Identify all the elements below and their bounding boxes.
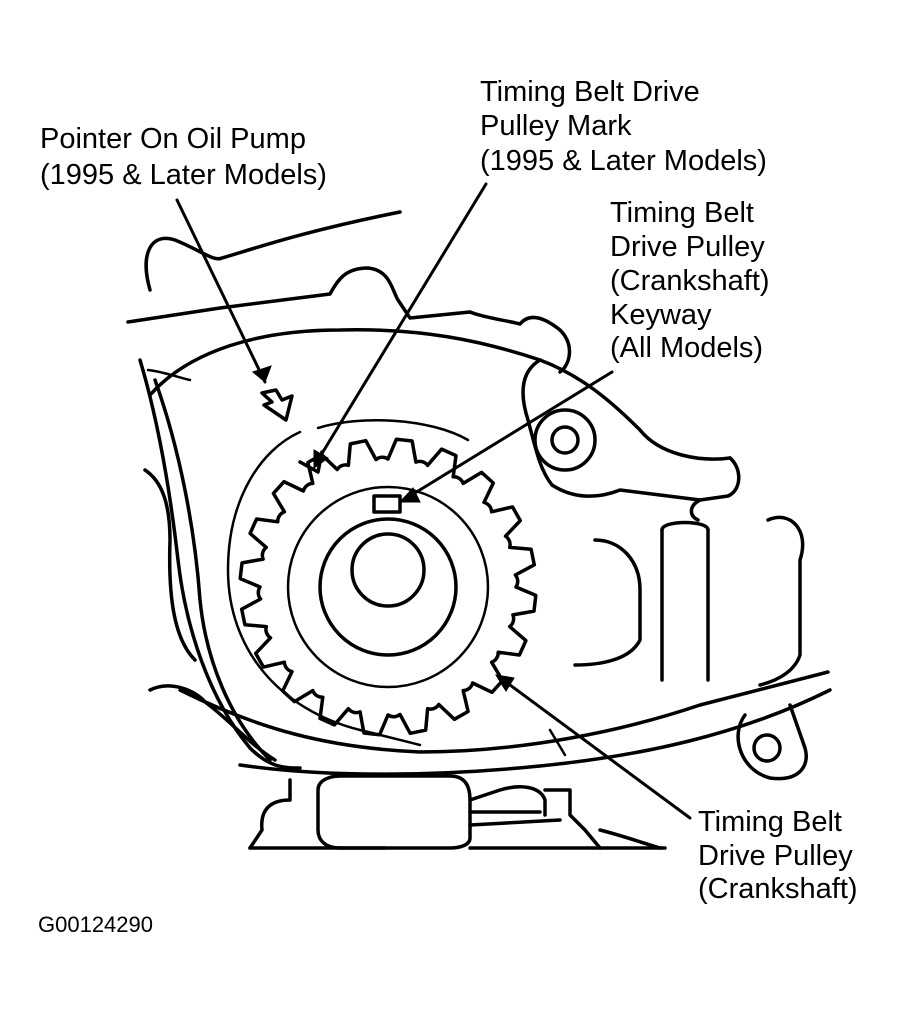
leader-lines bbox=[175, 182, 692, 820]
figure-id: G00124290 bbox=[38, 912, 153, 937]
callout-pointer-line-2: (1995 & Later Models) bbox=[40, 159, 327, 191]
callout-keyway-line-2: Drive Pulley bbox=[610, 231, 765, 263]
callout-pulley-line-1: Timing Belt bbox=[698, 806, 842, 838]
callout-keyway-line-4: Keyway bbox=[610, 299, 712, 331]
engine-block-outline bbox=[126, 210, 832, 850]
callout-mark-line-2: Pulley Mark bbox=[480, 110, 632, 142]
callout-pointer-line-1: Pointer On Oil Pump bbox=[40, 123, 306, 155]
callout-keyway-line-1: Timing Belt bbox=[610, 197, 754, 229]
callout-pulley-line-2: Drive Pulley bbox=[698, 840, 853, 872]
sprocket-teeth bbox=[238, 437, 538, 737]
oil-pump-pointer bbox=[260, 388, 294, 422]
callout-pulley-line-3: (Crankshaft) bbox=[698, 873, 858, 905]
keyway-notch bbox=[372, 494, 402, 514]
crankshaft-drive-pulley bbox=[226, 388, 538, 747]
callout-pointer-oil-pump: Pointer On Oil Pump (1995 & Later Models… bbox=[40, 123, 327, 191]
callout-mark-line-1: Timing Belt Drive bbox=[480, 76, 700, 108]
callout-drive-pulley: Timing Belt Drive Pulley (Crankshaft) bbox=[698, 806, 858, 905]
callout-keyway-line-3: (Crankshaft) bbox=[610, 265, 770, 297]
callout-mark-line-3: (1995 & Later Models) bbox=[480, 145, 767, 177]
callout-keyway-line-5: (All Models) bbox=[610, 332, 763, 364]
callout-pulley-mark: Timing Belt Drive Pulley Mark (1995 & La… bbox=[480, 76, 767, 177]
callout-keyway: Timing Belt Drive Pulley (Crankshaft) Ke… bbox=[610, 197, 770, 364]
